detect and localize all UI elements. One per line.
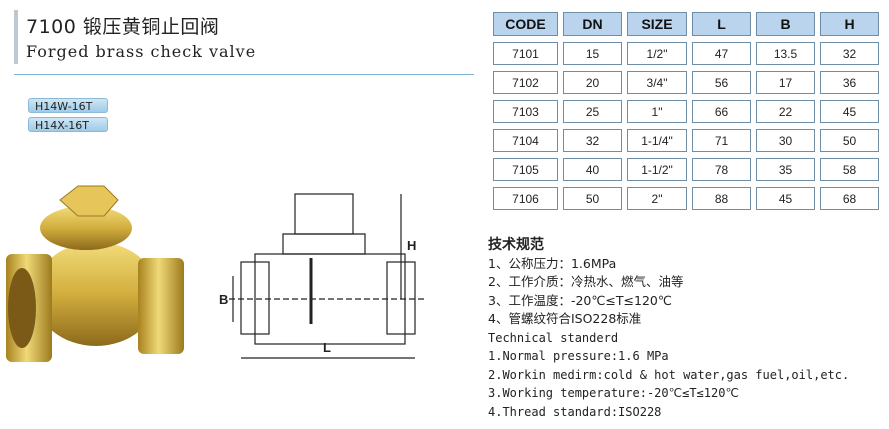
drawing-bonnet <box>282 233 366 255</box>
model-badge-2: H14X-16T <box>28 117 108 132</box>
product-title-cn: 7100 锻压黄铜止回阀 <box>26 16 220 38</box>
col-header-code: CODE <box>493 12 558 36</box>
cell-b: 17 <box>756 71 815 94</box>
col-header-l: L <box>692 12 751 36</box>
valve-body <box>34 242 158 346</box>
cell-dn: 50 <box>563 187 622 210</box>
drawing-cap <box>294 193 354 235</box>
cell-code: 7105 <box>493 158 558 181</box>
cell-l: 47 <box>692 42 751 65</box>
col-header-b: B <box>756 12 815 36</box>
valve-hex-cap <box>59 185 119 217</box>
cell-h: 32 <box>820 42 879 65</box>
cell-size: 3/4" <box>627 71 687 94</box>
col-header-size: SIZE <box>627 12 687 36</box>
cell-h: 68 <box>820 187 879 210</box>
cell-dn: 25 <box>563 100 622 123</box>
cell-code: 7106 <box>493 187 558 210</box>
cell-l: 66 <box>692 100 751 123</box>
title-accent-bar <box>14 10 18 64</box>
technical-specs: 技术规范 1、公称压力：1.6MPa 2、工作介质：冷热水、燃气、油等 3、工作… <box>488 236 849 421</box>
cell-h: 45 <box>820 100 879 123</box>
tech-line-cn-2: 2、工作介质：冷热水、燃气、油等 <box>488 274 684 289</box>
cell-size: 1-1/2" <box>627 158 687 181</box>
product-title-en: Forged brass check valve <box>26 42 257 61</box>
table-row: 7106 50 2" 88 45 68 <box>493 187 879 210</box>
spec-table-header-row: CODE DN SIZE L B H <box>493 12 879 36</box>
valve-photo <box>6 185 184 362</box>
tech-line-cn-4: 4、管螺纹符合ISO228标准 <box>488 311 642 326</box>
dim-label-h: H <box>407 238 416 253</box>
tech-heading-en: Technical standerd <box>488 330 619 345</box>
spec-table: CODE DN SIZE L B H 7101 15 1/2" 47 13.5 … <box>488 6 884 216</box>
title-divider <box>14 74 474 75</box>
cell-dn: 32 <box>563 129 622 152</box>
cell-h: 58 <box>820 158 879 181</box>
tech-line-cn-3: 3、工作温度：-20℃≤T≤120℃ <box>488 292 672 308</box>
cell-code: 7104 <box>493 129 558 152</box>
cell-size: 1/2" <box>627 42 687 65</box>
valve-bore <box>8 268 36 348</box>
cell-h: 36 <box>820 71 879 94</box>
cell-size: 1-1/4" <box>627 129 687 152</box>
tech-heading-cn: 技术规范 <box>488 237 544 253</box>
valve-technical-drawing: H B L <box>219 193 427 359</box>
table-row: 7105 40 1-1/2" 78 35 58 <box>493 158 879 181</box>
cell-l: 56 <box>692 71 751 94</box>
col-header-h: H <box>820 12 879 36</box>
cell-code: 7101 <box>493 42 558 65</box>
cell-code: 7103 <box>493 100 558 123</box>
cell-b: 35 <box>756 158 815 181</box>
tech-line-cn-1: 1、公称压力：1.6MPa <box>488 255 617 271</box>
tech-line-en-3: 3.Working temperature:-20℃≤T≤120℃ <box>488 386 739 400</box>
dim-label-b: B <box>219 292 228 307</box>
cell-b: 13.5 <box>756 42 815 65</box>
table-row: 7102 20 3/4" 56 17 36 <box>493 71 879 94</box>
tech-line-en-4: 4.Thread standard:ISO228 <box>488 404 662 419</box>
cell-code: 7102 <box>493 71 558 94</box>
cell-b: 30 <box>756 129 815 152</box>
table-row: 7103 25 1" 66 22 45 <box>493 100 879 123</box>
col-header-dn: DN <box>563 12 622 36</box>
cell-l: 88 <box>692 187 751 210</box>
cell-size: 2" <box>627 187 687 210</box>
cell-dn: 15 <box>563 42 622 65</box>
cell-h: 50 <box>820 129 879 152</box>
drawing-port-left <box>240 261 270 335</box>
model-badge-1: H14W-16T <box>28 98 108 113</box>
cell-b: 45 <box>756 187 815 210</box>
cell-l: 71 <box>692 129 751 152</box>
cell-dn: 40 <box>563 158 622 181</box>
cell-size: 1" <box>627 100 687 123</box>
tech-line-en-1: 1.Normal pressure:1.6 MPa <box>488 349 669 363</box>
valve-bonnet <box>40 206 132 250</box>
tech-line-en-2: 2.Workin medirm:cold & hot water,gas fue… <box>488 367 850 382</box>
table-row: 7104 32 1-1/4" 71 30 50 <box>493 129 879 152</box>
valve-port-right <box>138 258 184 354</box>
cell-b: 22 <box>756 100 815 123</box>
cell-l: 78 <box>692 158 751 181</box>
table-row: 7101 15 1/2" 47 13.5 32 <box>493 42 879 65</box>
cell-dn: 20 <box>563 71 622 94</box>
dim-label-l: L <box>323 340 331 355</box>
